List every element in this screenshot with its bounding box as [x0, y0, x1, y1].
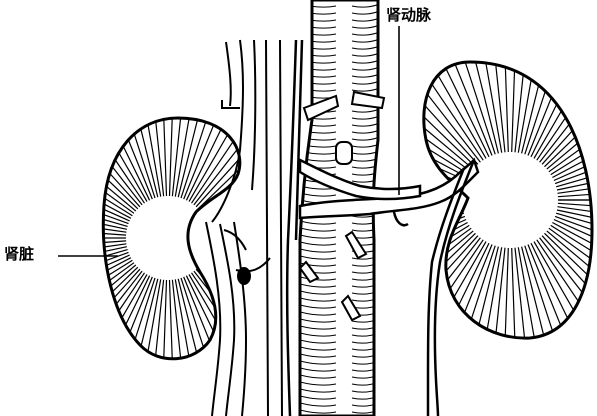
left-vertical-vessels [212, 40, 282, 416]
hatch-stroke [206, 255, 314, 303]
label-kidney: 肾脏 [4, 245, 34, 263]
label-renal-artery: 肾动脉 [386, 6, 431, 24]
hatch-stroke [205, 258, 309, 313]
